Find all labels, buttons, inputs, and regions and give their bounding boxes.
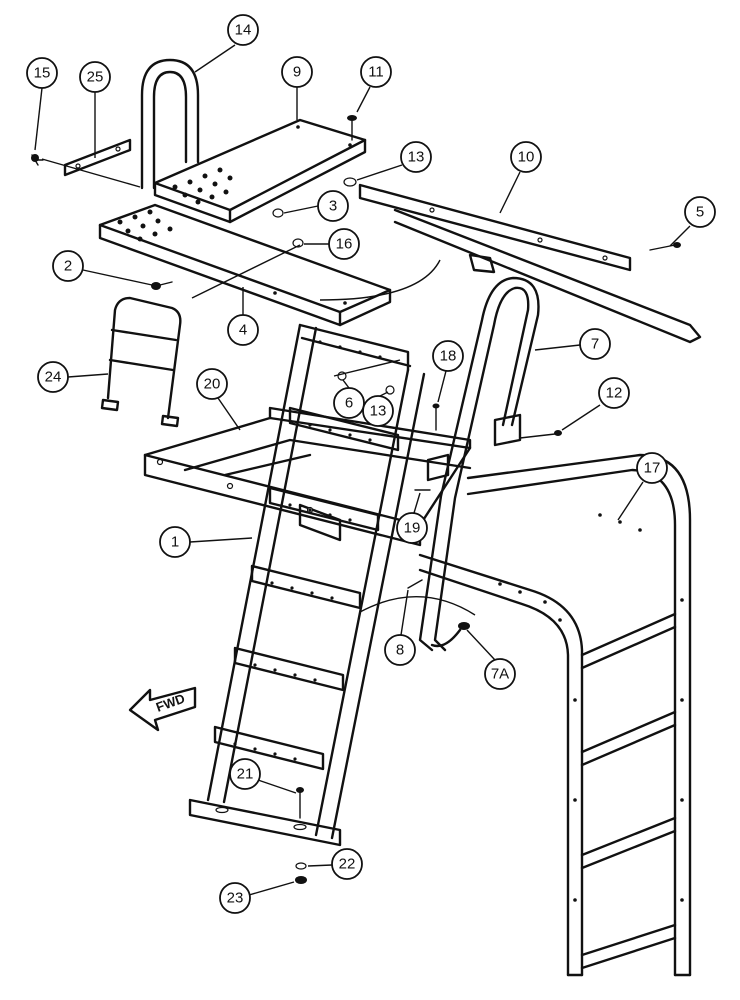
callout-number: 21 <box>237 766 254 783</box>
callout-8: 8 <box>384 589 416 666</box>
callout-18: 18 <box>432 340 464 403</box>
callout-19: 19 <box>396 492 428 544</box>
lower-platform-panel <box>98 203 392 327</box>
callout-number: 19 <box>404 520 421 537</box>
callout-9: 9 <box>281 56 313 120</box>
callout-number: 15 <box>34 65 51 82</box>
callout-1: 1 <box>159 526 253 558</box>
callout-13-upper: 13 <box>356 141 432 181</box>
callout-6: 6 <box>333 379 365 419</box>
callout-number: 4 <box>239 322 247 339</box>
side-handrail <box>418 276 540 652</box>
callout-number: 25 <box>87 69 104 86</box>
callout-number: 9 <box>293 64 301 81</box>
callout-15: 15 <box>26 57 58 151</box>
callout-7: 7 <box>534 328 611 360</box>
callout-7a: 7A <box>466 629 516 690</box>
callout-16: 16 <box>304 228 360 260</box>
callout-number: 14 <box>235 22 252 39</box>
callout-5: 5 <box>669 196 716 247</box>
hardware <box>31 115 681 884</box>
callout-number: 22 <box>339 856 356 873</box>
callout-21: 21 <box>229 758 297 794</box>
assembly-leader-lines <box>41 158 476 616</box>
callout-4: 4 <box>227 287 259 346</box>
callout-number: 8 <box>396 642 404 659</box>
callout-number: 11 <box>368 64 384 81</box>
callout-24: 24 <box>37 361 109 393</box>
callout-2: 2 <box>52 250 153 286</box>
callout-number: 10 <box>518 149 535 166</box>
callout-17: 17 <box>617 452 668 521</box>
callout-10: 10 <box>499 141 542 214</box>
callout-25: 25 <box>79 61 111 158</box>
callout-20: 20 <box>196 368 241 431</box>
callout-number: 7A <box>491 666 509 683</box>
callout-number: 2 <box>64 258 72 275</box>
callout-number: 23 <box>227 890 244 907</box>
callout-number: 13 <box>370 403 387 420</box>
callout-number: 12 <box>606 385 623 402</box>
side-ladder-frame <box>418 453 692 977</box>
upper-platform-panel <box>153 118 367 224</box>
fwd-direction-arrow: FWD <box>128 686 197 732</box>
callout-13-lower: 13 <box>362 391 394 427</box>
callout-23: 23 <box>219 881 295 914</box>
support-brace <box>358 183 702 344</box>
callout-22: 22 <box>307 848 363 880</box>
callout-3: 3 <box>283 190 349 222</box>
callout-number: 20 <box>204 376 221 393</box>
callout-number: 6 <box>345 395 353 412</box>
callout-number: 13 <box>408 149 425 166</box>
callout-number: 17 <box>644 460 661 477</box>
callout-12: 12 <box>561 377 630 431</box>
mounting-plate <box>63 138 132 177</box>
callout-number: 24 <box>45 369 62 386</box>
callout-number: 16 <box>336 236 353 253</box>
callout-14: 14 <box>194 14 259 73</box>
step-rail <box>100 296 182 428</box>
callouts: 1 2 3 4 5 6 7 <box>26 14 716 914</box>
callout-number: 5 <box>696 204 704 221</box>
callout-number: 3 <box>329 198 337 215</box>
callout-number: 7 <box>591 336 599 353</box>
callout-number: 18 <box>440 348 457 365</box>
callout-number: 1 <box>171 534 179 551</box>
callout-11: 11 <box>356 56 392 113</box>
upper-handrail <box>140 58 200 190</box>
main-ladder <box>188 323 426 847</box>
